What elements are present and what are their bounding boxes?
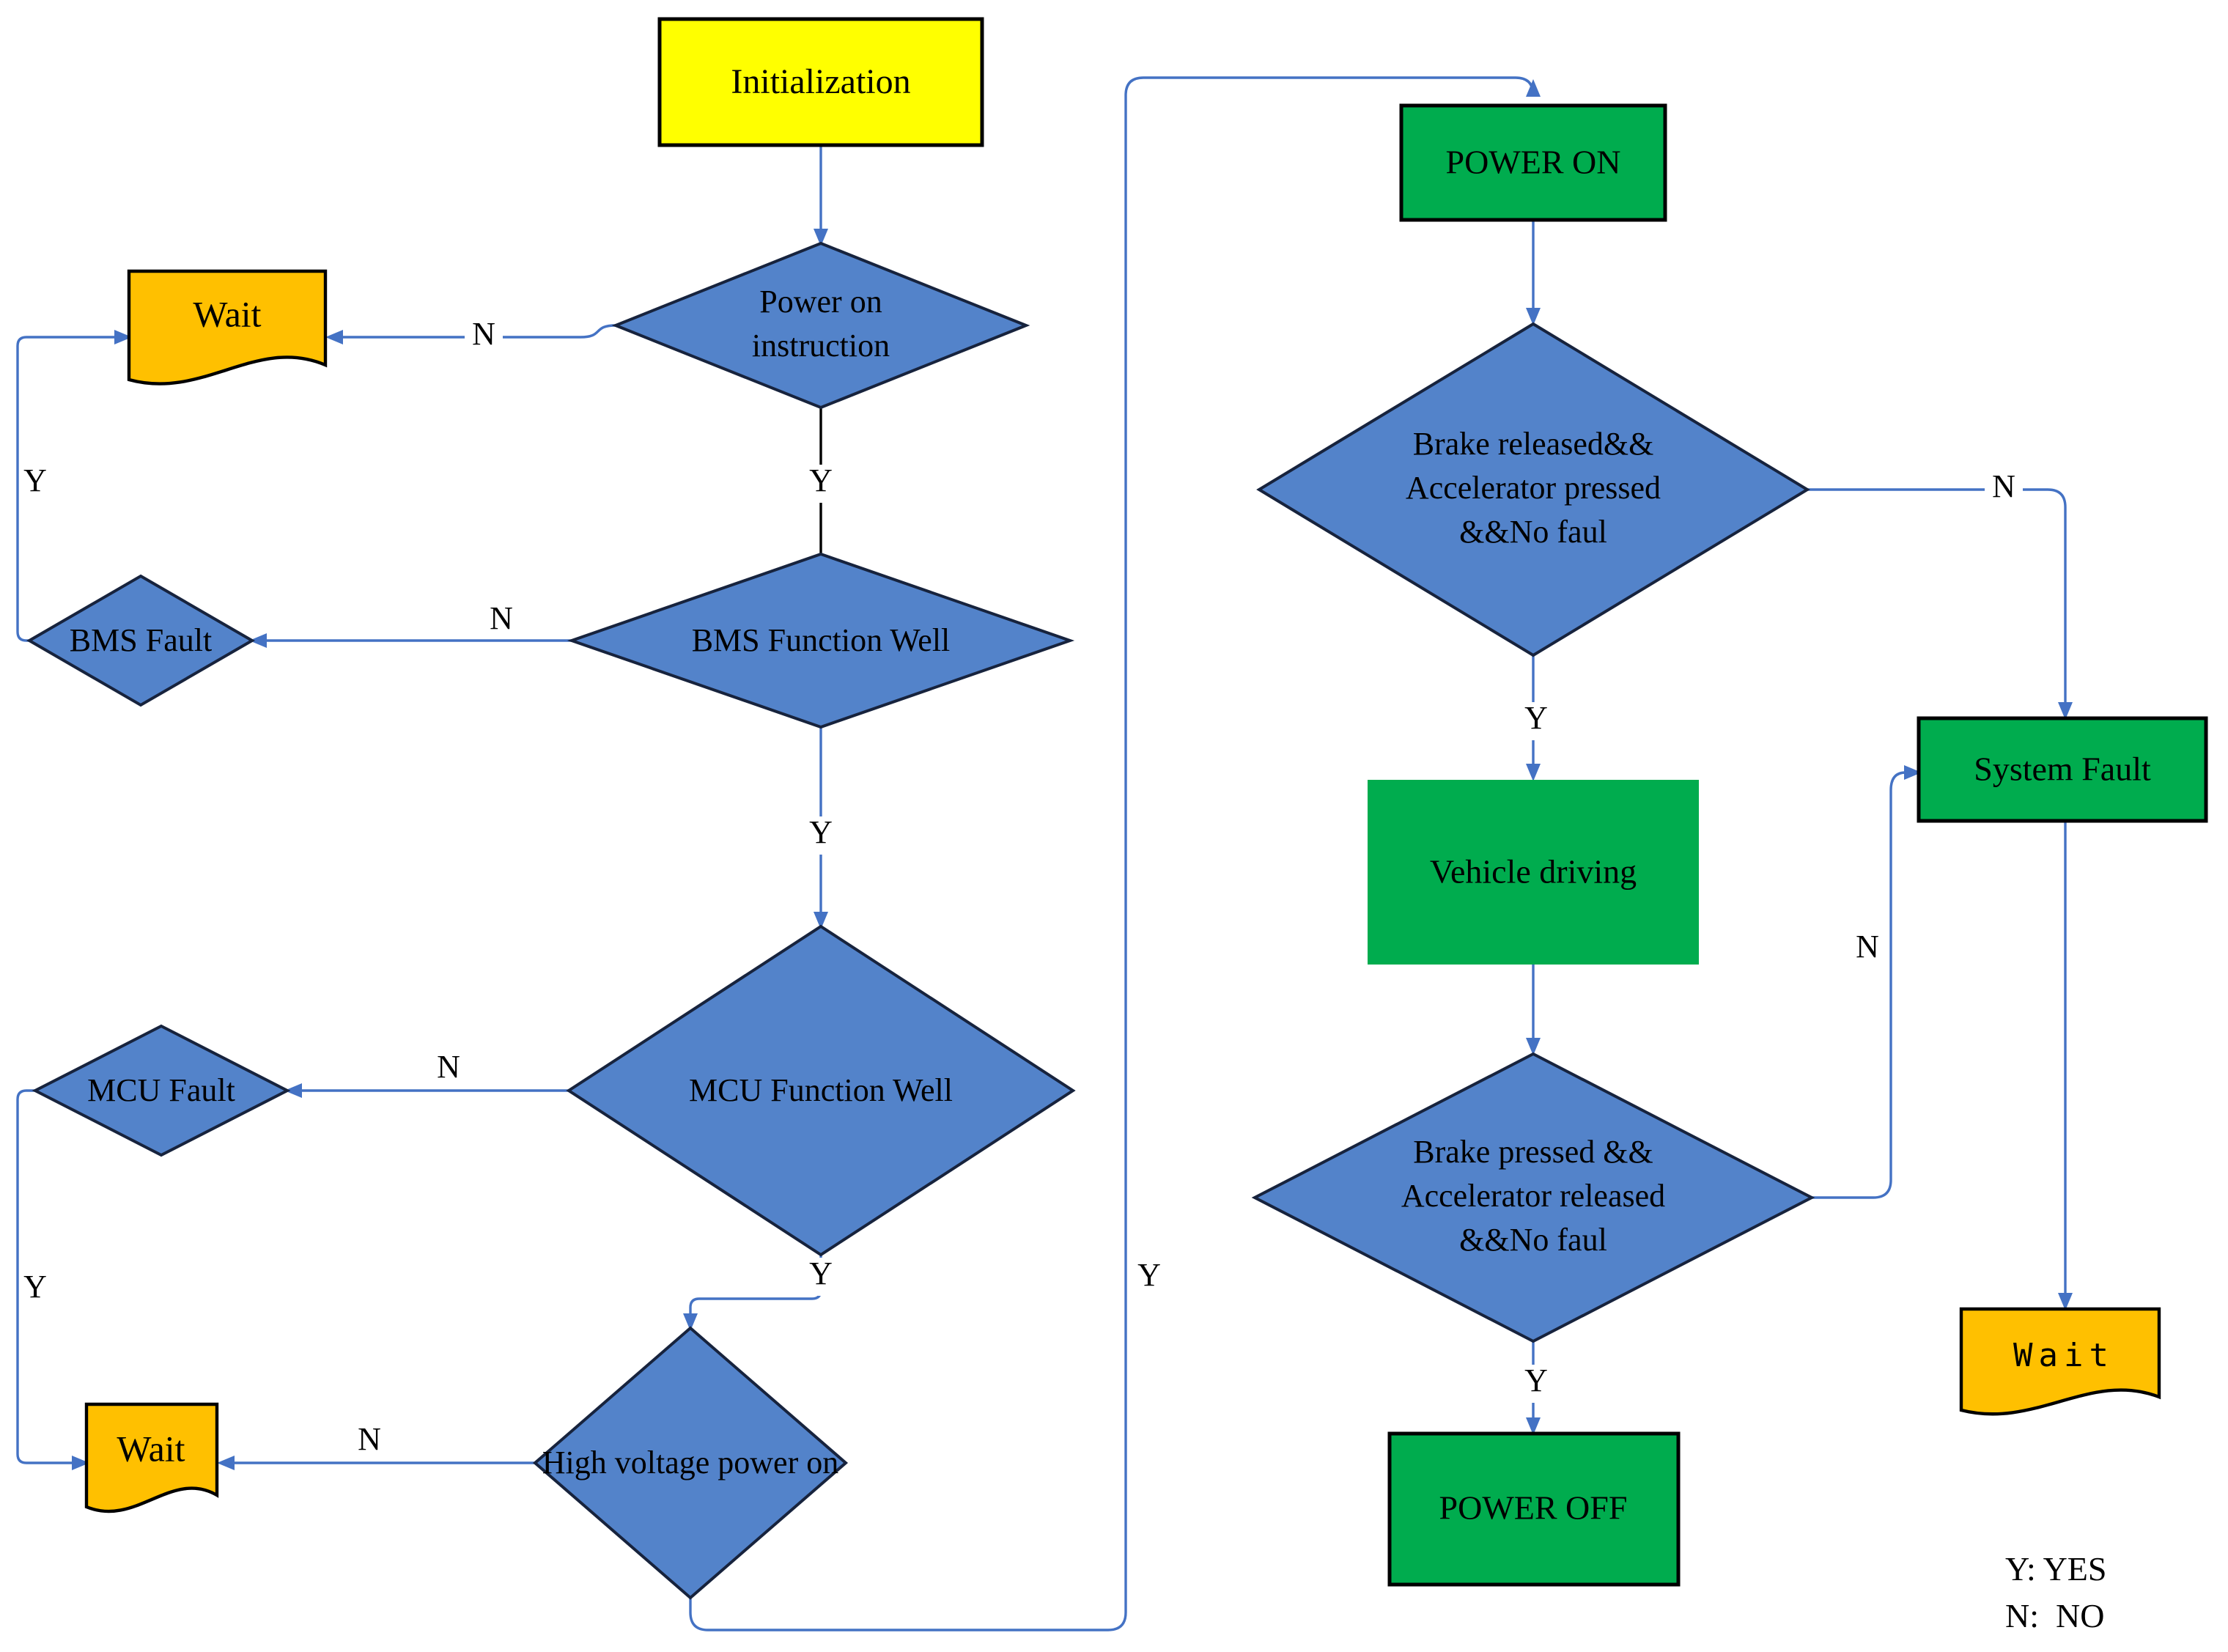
edge-high-voltage-yes-loop-to-power-on xyxy=(689,76,1541,1631)
node-brake-pressed xyxy=(1251,1052,1815,1343)
node-wait-right xyxy=(1959,1307,2161,1416)
edge-brake-pressed-no-to-system-fault xyxy=(1812,765,1922,1199)
legend: Y: YES N: NO xyxy=(2005,1550,2106,1634)
node-brake-released-line2: Accelerator pressed xyxy=(1406,470,1661,506)
node-brake-pressed-line3: &&No faul xyxy=(1459,1222,1607,1258)
node-brake-pressed-line2: Accelerator released xyxy=(1401,1178,1665,1214)
nodes: Initialization Power on instruction Wait… xyxy=(26,17,2208,1600)
label-bg xyxy=(1517,702,1555,740)
edge-bms-fault-yes-to-wait xyxy=(16,330,132,642)
node-vehicle-driving-label: Vehicle driving xyxy=(1430,853,1637,890)
label-bg xyxy=(1985,471,2023,509)
label-n-brake-pressed: N xyxy=(1856,929,1879,965)
edge-mcu-function-well-yes-to-high-voltage xyxy=(683,1255,822,1331)
edge-labels: N Y Y N Y N Y Y N Y N Y N Y xyxy=(23,316,2023,1457)
edge-mcu-fault-yes-to-wait xyxy=(16,1089,89,1470)
node-bms-fault-label: BMS Fault xyxy=(70,622,212,658)
label-y-high-voltage-loop: Y xyxy=(1137,1257,1161,1293)
node-mcu-function-well xyxy=(566,924,1076,1257)
node-mcu-fault-label: MCU Fault xyxy=(87,1072,235,1108)
node-brake-released-line1: Brake released&& xyxy=(1413,426,1654,462)
node-system-fault xyxy=(1917,716,2208,823)
label-n-high-voltage: N xyxy=(358,1421,381,1457)
node-initialization xyxy=(657,17,984,147)
node-power-on-instruction-line2: instruction xyxy=(752,328,890,364)
node-mcu-fault xyxy=(32,1024,291,1157)
label-y-mcu-function-well: Y xyxy=(809,1255,833,1291)
label-bg xyxy=(465,318,503,356)
node-wait-top-left xyxy=(127,269,328,386)
label-y-mcu-fault-wait: Y xyxy=(23,1269,47,1305)
node-brake-released xyxy=(1256,322,1810,657)
node-power-off-label: POWER OFF xyxy=(1439,1489,1628,1527)
node-power-on-label: POWER ON xyxy=(1446,144,1621,181)
node-wait-right-label: Wait xyxy=(2013,1337,2114,1374)
label-n-power-on-instruction: N xyxy=(472,316,495,352)
node-wait-bottom-left-label: Wait xyxy=(117,1428,185,1469)
label-bg xyxy=(802,1258,840,1296)
label-bg xyxy=(1517,1365,1555,1403)
label-bg xyxy=(802,465,840,503)
label-y-brake-pressed: Y xyxy=(1524,1362,1548,1398)
label-y-brake-released: Y xyxy=(1524,700,1548,736)
edge-brake-released-no-to-system-fault xyxy=(1807,488,2073,720)
node-high-voltage-power-on-label: High voltage power on xyxy=(542,1445,838,1480)
label-y-power-on-instruction: Y xyxy=(809,462,833,498)
edge-power-on-instruction-no-to-wait xyxy=(325,324,616,344)
node-vehicle-driving xyxy=(1368,780,1699,965)
node-initialization-label: Initialization xyxy=(731,62,910,101)
node-mcu-function-well-label: MCU Function Well xyxy=(689,1072,953,1108)
label-n-brake-released: N xyxy=(1992,468,2015,504)
node-power-off xyxy=(1387,1431,1681,1587)
label-bg xyxy=(802,816,840,855)
node-brake-released-line3: &&No faul xyxy=(1459,514,1607,550)
node-power-on-instruction-line1: Power on xyxy=(759,284,882,320)
node-bms-function-well xyxy=(567,552,1075,729)
node-power-on xyxy=(1399,103,1667,222)
node-system-fault-label: System Fault xyxy=(1974,751,2151,788)
legend-yes: Y: YES xyxy=(2005,1550,2106,1588)
node-bms-function-well-label: BMS Function Well xyxy=(692,622,951,658)
node-brake-pressed-line1: Brake pressed && xyxy=(1413,1134,1653,1170)
node-wait-top-left-label: Wait xyxy=(193,293,261,334)
label-n-bms-function-well: N xyxy=(490,600,513,636)
label-y-bms-function-well: Y xyxy=(809,814,833,850)
node-power-on-instruction xyxy=(611,241,1030,410)
node-wait-bottom-left xyxy=(84,1402,219,1513)
label-y-bms-fault-wait: Y xyxy=(23,462,47,498)
label-n-mcu-function-well: N xyxy=(437,1049,460,1085)
legend-no: N: NO xyxy=(2005,1597,2104,1634)
node-bms-fault xyxy=(26,574,255,707)
node-high-voltage-power-on xyxy=(532,1326,849,1600)
